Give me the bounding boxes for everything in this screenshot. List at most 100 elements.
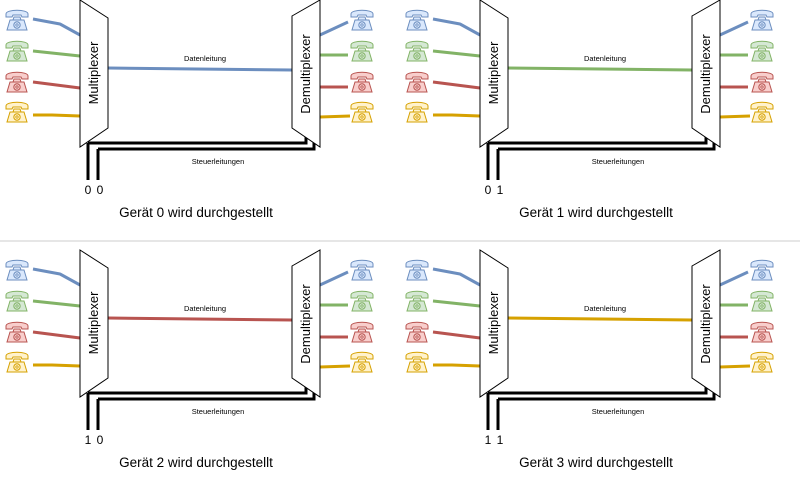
demultiplexer-block (291, 249, 321, 398)
telephone-icon-right-green (750, 40, 774, 62)
line-left-blue (32, 267, 81, 287)
line-left-blue (432, 17, 481, 37)
data-line (107, 66, 293, 72)
telephone-icon-left-blue (5, 259, 29, 281)
telephone-icon-left-yellow (405, 101, 429, 123)
control-lines-label: Steuerleitungen (592, 157, 645, 166)
control-bit-2: 1 (497, 183, 504, 197)
telephone-icon-left-yellow (405, 351, 429, 373)
line-left-yellow (433, 363, 481, 368)
control-bit-2: 1 (497, 433, 504, 447)
telephone-icon-right-yellow (750, 351, 774, 373)
telephone-icon-left-blue (405, 9, 429, 31)
demultiplexer-label: Demultiplexer (698, 284, 713, 364)
line-left-green (32, 299, 81, 308)
control-line-1 (88, 378, 308, 395)
control-lines-label: Steuerleitungen (592, 407, 645, 416)
control-bit-2: 0 (97, 183, 104, 197)
multiplexer-block (479, 0, 509, 148)
line-right-blue (719, 20, 749, 37)
telephone-icon-right-red (750, 321, 774, 343)
telephone-icon-left-green (405, 40, 429, 62)
control-line-1 (88, 128, 308, 145)
line-left-yellow (33, 113, 81, 118)
line-left-blue (432, 267, 481, 287)
control-bit-1: 0 (485, 183, 492, 197)
telephone-icon-right-blue (350, 9, 374, 31)
data-line (507, 316, 693, 322)
line-left-green (432, 299, 481, 308)
line-right-yellow (719, 364, 751, 369)
telephone-icon-right-green (750, 290, 774, 312)
telephone-icon-left-blue (405, 259, 429, 281)
multiplexer-label: Multiplexer (486, 41, 501, 105)
telephone-icon-right-yellow (750, 101, 774, 123)
telephone-icon-right-green (350, 40, 374, 62)
telephone-icon-left-red (405, 321, 429, 343)
line-left-red (32, 80, 81, 90)
line-left-yellow (433, 113, 481, 118)
panel-caption: Gerät 0 wird durchgestellt (119, 205, 273, 220)
panel-caption: Gerät 1 wird durchgestellt (519, 205, 673, 220)
panel-caption: Gerät 2 wird durchgestellt (119, 455, 273, 470)
multiplexer-block (479, 249, 509, 398)
telephone-icon-left-red (5, 321, 29, 343)
telephone-icon-right-red (350, 71, 374, 93)
data-line (507, 66, 693, 72)
multiplexer-label: Multiplexer (486, 291, 501, 355)
data-line-label: Datenleitung (184, 304, 226, 313)
telephone-icon-left-yellow (5, 101, 29, 123)
telephone-icon-right-blue (350, 259, 374, 281)
data-line (107, 316, 293, 322)
telephone-icon-right-green (350, 290, 374, 312)
data-line-label: Datenleitung (584, 54, 626, 63)
data-line-label: Datenleitung (184, 54, 226, 63)
line-right-yellow (319, 364, 351, 369)
telephone-icon-left-blue (5, 9, 29, 31)
telephone-icon-right-yellow (350, 351, 374, 373)
line-right-yellow (319, 114, 351, 119)
control-line-1 (488, 378, 708, 395)
line-left-red (432, 80, 481, 90)
line-left-red (432, 330, 481, 340)
multiplexer-block (79, 249, 109, 398)
multiplexer-label: Multiplexer (86, 291, 101, 355)
telephone-icon-right-blue (750, 259, 774, 281)
telephone-icon-left-yellow (5, 351, 29, 373)
demultiplexer-label: Demultiplexer (298, 284, 313, 364)
line-left-green (432, 49, 481, 58)
control-bit-1: 1 (85, 433, 92, 447)
line-left-green (32, 49, 81, 58)
line-left-red (32, 330, 81, 340)
control-bit-1: 0 (85, 183, 92, 197)
telephone-icon-left-red (5, 71, 29, 93)
demultiplexer-label: Demultiplexer (698, 34, 713, 114)
telephone-icon-left-green (405, 290, 429, 312)
telephone-icon-left-green (5, 40, 29, 62)
data-line-label: Datenleitung (584, 304, 626, 313)
telephone-icon-left-red (405, 71, 429, 93)
line-right-blue (319, 20, 349, 37)
telephone-icon-right-yellow (350, 101, 374, 123)
line-left-blue (32, 17, 81, 37)
demultiplexer-block (691, 249, 721, 398)
line-left-yellow (33, 363, 81, 368)
telephone-icon-right-red (750, 71, 774, 93)
telephone-icon-right-red (350, 321, 374, 343)
multiplexer-label: Multiplexer (86, 41, 101, 105)
telephone-icon-right-blue (750, 9, 774, 31)
control-lines-label: Steuerleitungen (192, 407, 245, 416)
demultiplexer-label: Demultiplexer (298, 34, 313, 114)
control-bit-2: 0 (97, 433, 104, 447)
panel-caption: Gerät 3 wird durchgestellt (519, 455, 673, 470)
demultiplexer-block (691, 0, 721, 148)
demultiplexer-block (291, 0, 321, 148)
control-lines-label: Steuerleitungen (192, 157, 245, 166)
line-right-blue (719, 270, 749, 287)
control-line-1 (488, 128, 708, 145)
multiplexer-block (79, 0, 109, 148)
